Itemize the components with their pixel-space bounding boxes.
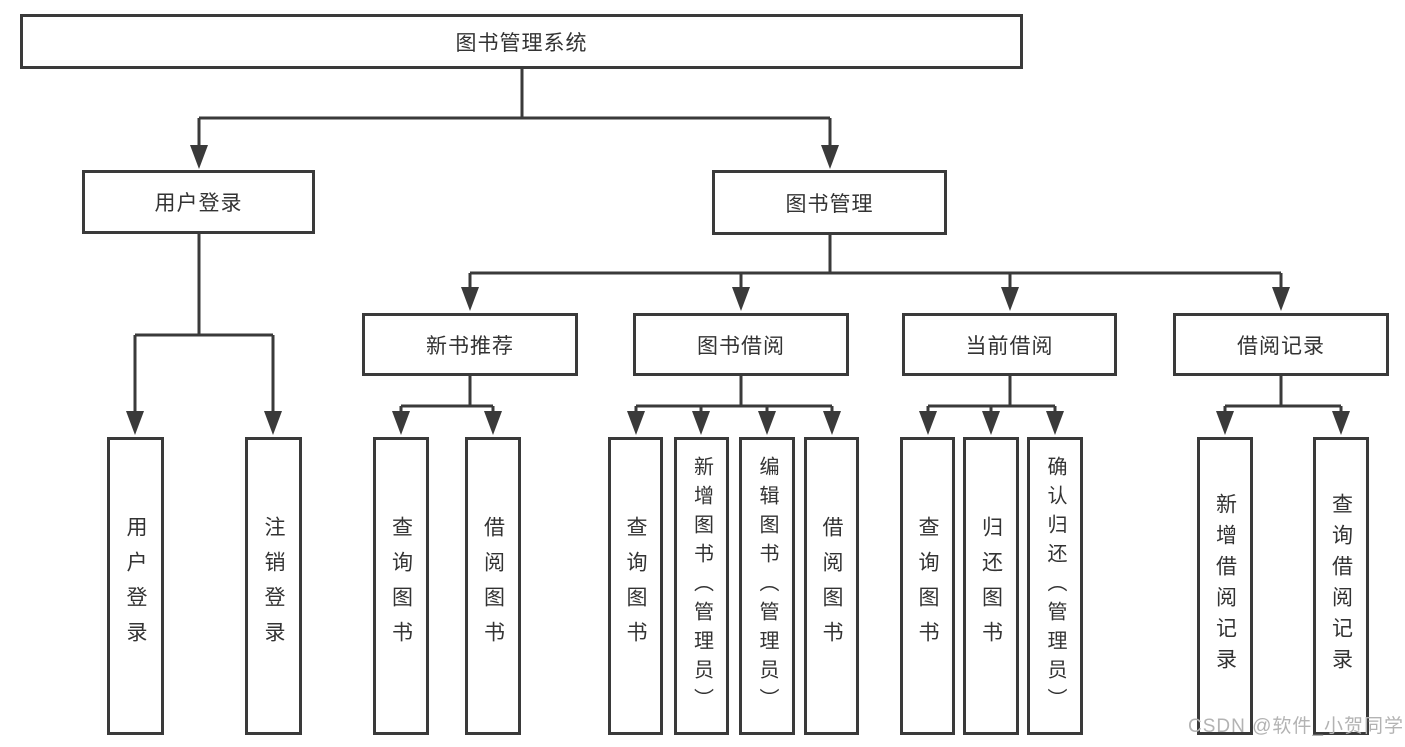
leaf-user-login: 用户登录 (107, 437, 164, 735)
node-book-borrow: 图书借阅 (633, 313, 849, 376)
leaf-recommend-borrow-books-label: 借阅图书 (481, 516, 505, 656)
leaf-borrow-borrow-books-label: 借阅图书 (820, 516, 843, 656)
leaf-recommend-query-books: 查询图书 (373, 437, 429, 735)
leaf-records-query-record: 查询借阅记录 (1313, 437, 1369, 735)
node-book-management: 图书管理 (712, 170, 947, 235)
leaf-recommend-borrow-books: 借阅图书 (465, 437, 521, 735)
node-new-book-recommend-label: 新书推荐 (426, 334, 514, 358)
leaf-current-query-books: 查询图书 (900, 437, 955, 735)
leaf-records-query-record-label: 查询借阅记录 (1329, 493, 1353, 679)
node-book-borrow-label: 图书借阅 (697, 334, 785, 358)
node-root: 图书管理系统 (20, 14, 1023, 69)
leaf-current-query-books-label: 查询图书 (916, 516, 939, 656)
leaf-logout: 注销登录 (245, 437, 302, 735)
leaf-current-return-books: 归还图书 (963, 437, 1019, 735)
node-user-login-label: 用户登录 (154, 192, 243, 215)
leaf-current-confirm-return: 确认归还（管理员） (1027, 437, 1083, 735)
leaf-current-confirm-return-label: 确认归还（管理员） (1044, 455, 1066, 717)
arrowheads (126, 145, 1350, 435)
leaf-recommend-query-books-label: 查询图书 (389, 516, 413, 656)
node-new-book-recommend: 新书推荐 (362, 313, 578, 376)
csdn-watermark: CSDN @软件_小贺同学 (1188, 716, 1404, 737)
leaf-logout-label: 注销登录 (262, 516, 285, 656)
node-root-label: 图书管理系统 (455, 31, 588, 55)
node-current-borrow: 当前借阅 (902, 313, 1117, 376)
leaf-borrow-edit-books-label: 编辑图书（管理员） (756, 455, 778, 717)
node-borrow-records: 借阅记录 (1173, 313, 1389, 376)
leaf-current-return-books-label: 归还图书 (979, 516, 1003, 656)
leaf-records-add-record-label: 新增借阅记录 (1213, 493, 1237, 679)
leaf-records-add-record: 新增借阅记录 (1197, 437, 1253, 735)
node-user-login: 用户登录 (82, 170, 315, 234)
leaf-borrow-borrow-books: 借阅图书 (804, 437, 859, 735)
leaf-borrow-query-books-label: 查询图书 (624, 516, 647, 656)
node-current-borrow-label: 当前借阅 (965, 334, 1054, 358)
leaf-borrow-edit-books: 编辑图书（管理员） (739, 437, 795, 735)
leaf-borrow-query-books: 查询图书 (608, 437, 663, 735)
leaf-borrow-add-books-label: 新增图书（管理员） (690, 455, 713, 717)
leaf-user-login-label: 用户登录 (124, 516, 147, 656)
leaf-borrow-add-books: 新增图书（管理员） (674, 437, 729, 735)
node-borrow-records-label: 借阅记录 (1237, 334, 1325, 358)
node-book-management-label: 图书管理 (785, 192, 874, 216)
